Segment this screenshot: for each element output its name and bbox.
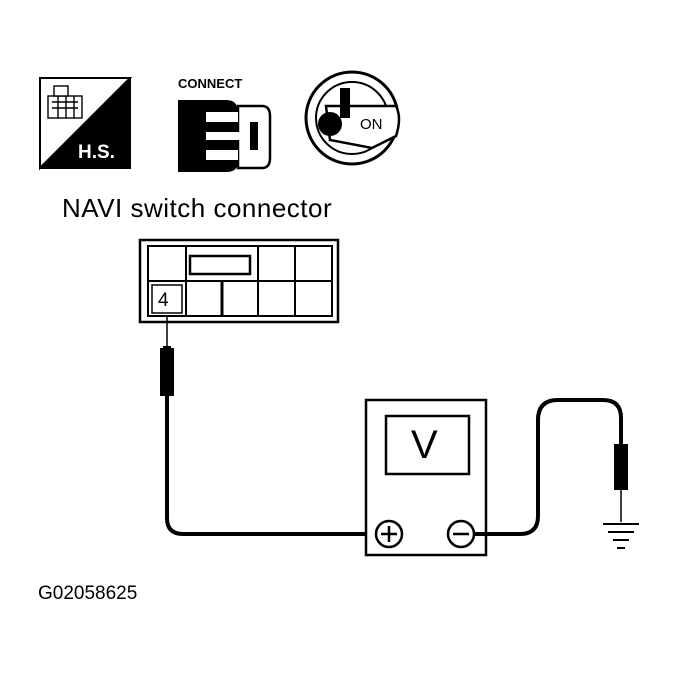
connect-icon (178, 100, 272, 172)
ignition-key-on-icon (304, 70, 401, 166)
positive-probe (160, 316, 174, 396)
on-label: ON (360, 116, 383, 133)
harness-connector-hs-icon (39, 77, 133, 171)
connector-title: NAVI switch connector (62, 193, 333, 223)
ground-probe (614, 444, 628, 522)
ground-symbol (603, 523, 639, 549)
positive-terminal (374, 519, 404, 549)
navi-switch-connector (138, 238, 340, 324)
positive-lead-wire (165, 396, 372, 536)
pin-label: 4 (158, 290, 169, 311)
negative-lead-wire (474, 398, 623, 536)
negative-terminal (446, 519, 476, 549)
figure-id: G02058625 (38, 583, 138, 604)
connect-label: CONNECT (178, 76, 243, 91)
connector-mini-icon (47, 85, 83, 119)
hs-label: H.S. (78, 142, 115, 163)
meter-unit-label: V (411, 423, 438, 467)
